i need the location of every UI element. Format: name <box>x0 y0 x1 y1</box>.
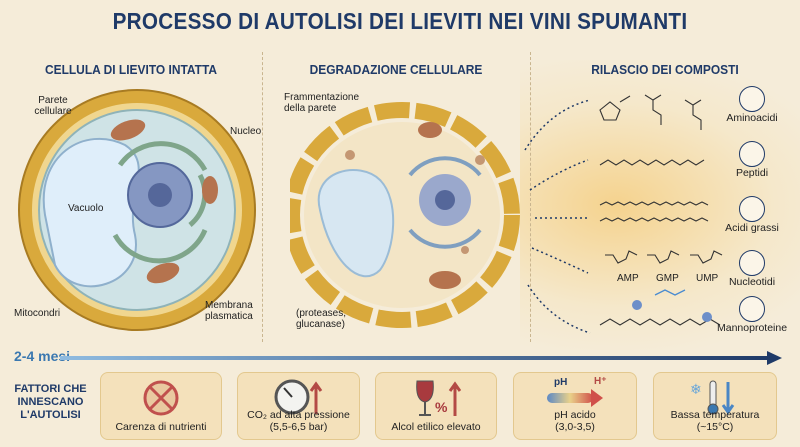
factor-label: pH acido <box>554 409 596 421</box>
svg-text:❄: ❄ <box>690 382 702 398</box>
compound-acidi-grassi: Acidi grassi <box>717 196 787 234</box>
h-ion-label: H⁺ <box>594 376 607 387</box>
compound-aminoacidi: Aminoacidi <box>717 86 787 124</box>
fatty-acid-icon <box>739 196 765 222</box>
factor-co2: CO₂ ad alta pressione(5,5-6,5 bar) <box>237 372 360 440</box>
factor-alcohol: % Alcol etilico elevato <box>375 372 497 440</box>
compound-label: Peptidi <box>735 167 769 179</box>
svg-text:%: % <box>435 399 448 415</box>
factor-temperature: ❄ Bassa temperatura(~15°C) <box>653 372 777 440</box>
pressure-gauge-icon <box>274 379 322 415</box>
compound-nucleotidi: Nucleotidi <box>717 250 787 288</box>
nucleotide-gmp: GMP <box>656 273 679 284</box>
factor-sub: (3,0-3,5) <box>555 421 595 433</box>
compound-mannoproteine: Mannoproteine <box>717 296 787 334</box>
timeline-label: 2-4 mesi <box>14 348 71 364</box>
label-membrane: Membrana plasmatica <box>205 300 253 322</box>
degrading-yeast-cell <box>290 102 520 328</box>
no-nutrients-icon <box>143 380 179 416</box>
label-nucleus: Nucleo <box>230 126 262 137</box>
timeline-arrow <box>60 351 782 365</box>
release-arrows <box>524 99 591 334</box>
nucleotide-icon <box>739 250 765 276</box>
divider <box>530 52 531 342</box>
wine-glass-icon: % <box>416 380 461 416</box>
factor-ph: pH H⁺ pH acido(3,0-3,5) <box>513 372 637 440</box>
page-title: PROCESSO DI AUTOLISI DEI LIEVITI NEI VIN… <box>112 8 688 34</box>
factors-title: FATTORI CHE INNESCANO L'AUTOLISI <box>14 383 87 421</box>
compound-label: Nucleotidi <box>728 276 776 288</box>
factor-nutrients: Carenza di nutrienti <box>100 372 222 440</box>
compound-label: Mannoproteine <box>717 322 788 334</box>
factor-label: Bassa temperatura <box>670 409 760 421</box>
divider <box>262 52 263 342</box>
nucleotide-ump: UMP <box>696 273 719 284</box>
aminoacid-icon <box>739 86 765 112</box>
ph-scale-icon <box>547 389 603 407</box>
section-title-intact: CELLULA DI LIEVITO INTATTA <box>44 62 218 77</box>
compound-structures <box>599 94 723 326</box>
label-vacuole: Vacuolo <box>68 203 104 214</box>
factor-label: Carenza di nutrienti <box>115 421 207 433</box>
nucleotide-amp: AMP <box>617 273 639 284</box>
factor-label: Alcol etilico elevato <box>391 421 481 433</box>
compound-label: Acidi grassi <box>725 222 779 234</box>
section-title-release: RILASCIO DEI COMPOSTI <box>591 62 739 77</box>
label-cell-wall: Parete cellulare <box>34 95 72 117</box>
label-mitochondria: Mitocondri <box>14 308 61 319</box>
label-wall-fragmentation: Frammentazione della parete <box>284 92 360 114</box>
section-title-degradation: DEGRADAZIONE CELLULARE <box>309 62 483 77</box>
factor-sub: (~15°C) <box>696 421 734 433</box>
ph-label: pH <box>554 377 568 388</box>
label-enzymes: (proteases, glucanase) <box>296 308 347 330</box>
factor-label: CO₂ ad alta pressione <box>247 409 350 421</box>
compound-label: Aminoacidi <box>726 112 778 124</box>
factor-sub: (5,5-6,5 bar) <box>269 421 328 433</box>
peptide-icon <box>739 141 765 167</box>
compound-peptidi: Peptidi <box>717 141 787 179</box>
thermometer-icon: ❄ <box>690 380 735 415</box>
intact-yeast-cell <box>18 89 256 331</box>
mannoprotein-icon <box>739 296 765 322</box>
